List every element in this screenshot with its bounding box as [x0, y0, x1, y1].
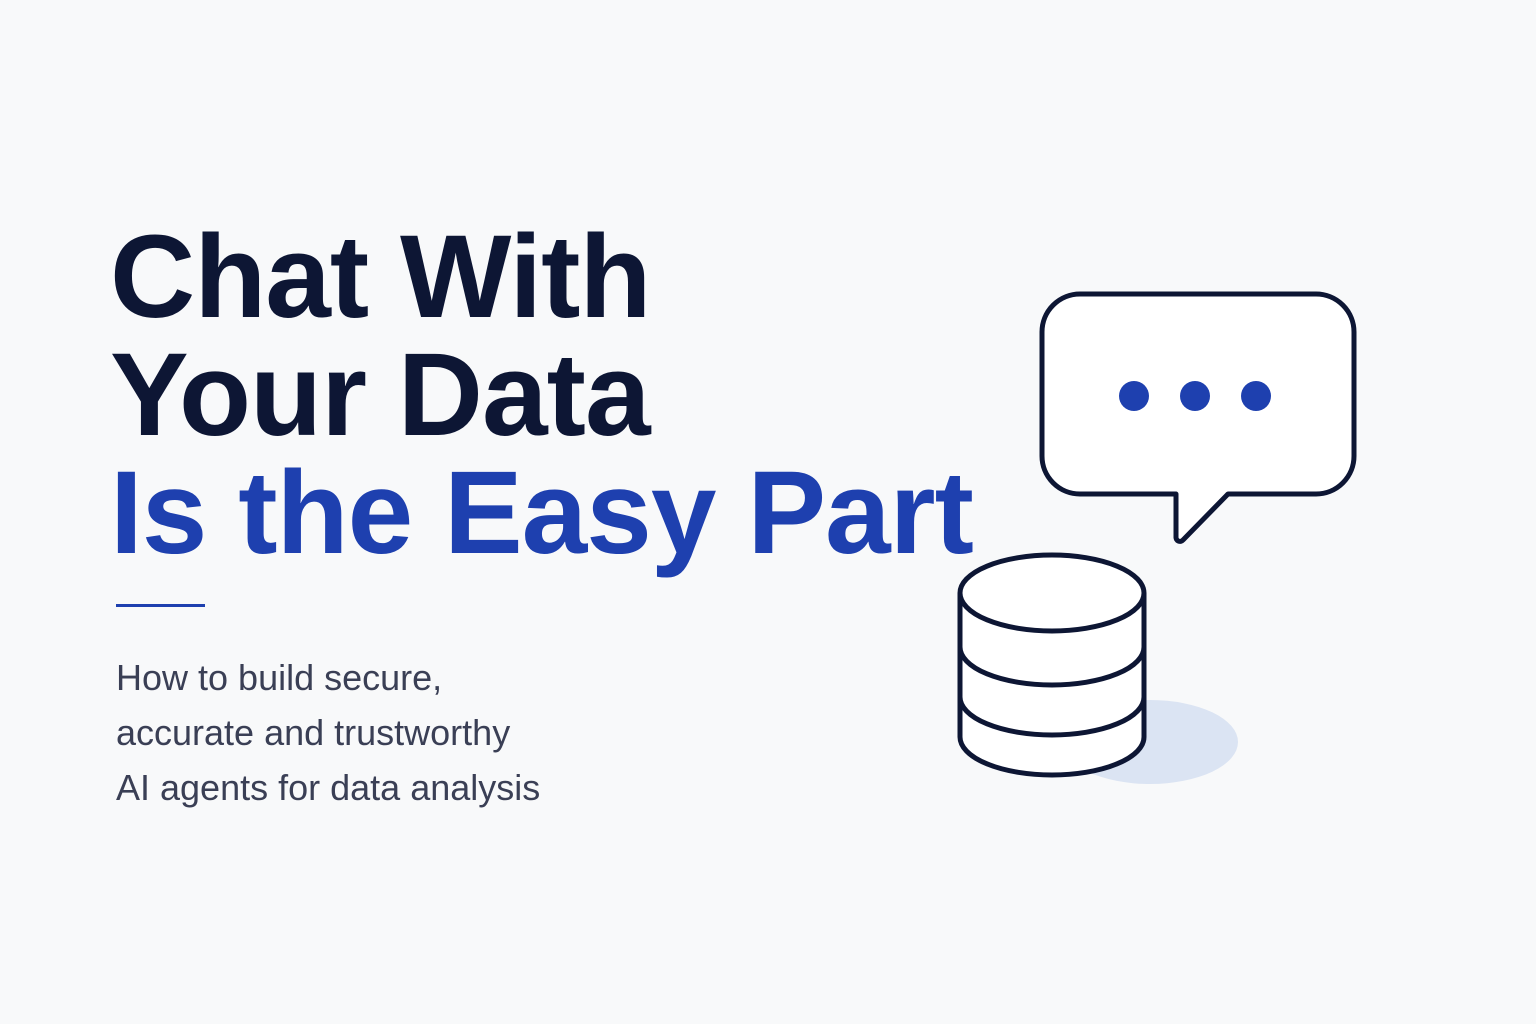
subtitle-line-2: accurate and trustworthy — [116, 712, 511, 753]
typing-dot-1 — [1119, 381, 1149, 411]
headline-line-1: Chat With — [110, 211, 651, 343]
database-icon — [957, 552, 1147, 778]
typing-dots-icon — [1119, 381, 1271, 411]
subtitle: How to build secure, accurate and trustw… — [116, 650, 540, 815]
headline-line-2: Your Data — [110, 329, 651, 461]
chat-database-illustration — [957, 291, 1357, 784]
typing-dot-2 — [1180, 381, 1210, 411]
subtitle-line-1: How to build secure, — [116, 657, 443, 698]
accent-divider — [116, 604, 205, 607]
headline: Chat With Your Data Is the Easy Part — [110, 211, 974, 579]
typing-dot-3 — [1241, 381, 1271, 411]
chat-bubble-icon — [1039, 291, 1357, 544]
headline-line-3: Is the Easy Part — [110, 447, 974, 579]
subtitle-line-3: AI agents for data analysis — [116, 767, 541, 808]
